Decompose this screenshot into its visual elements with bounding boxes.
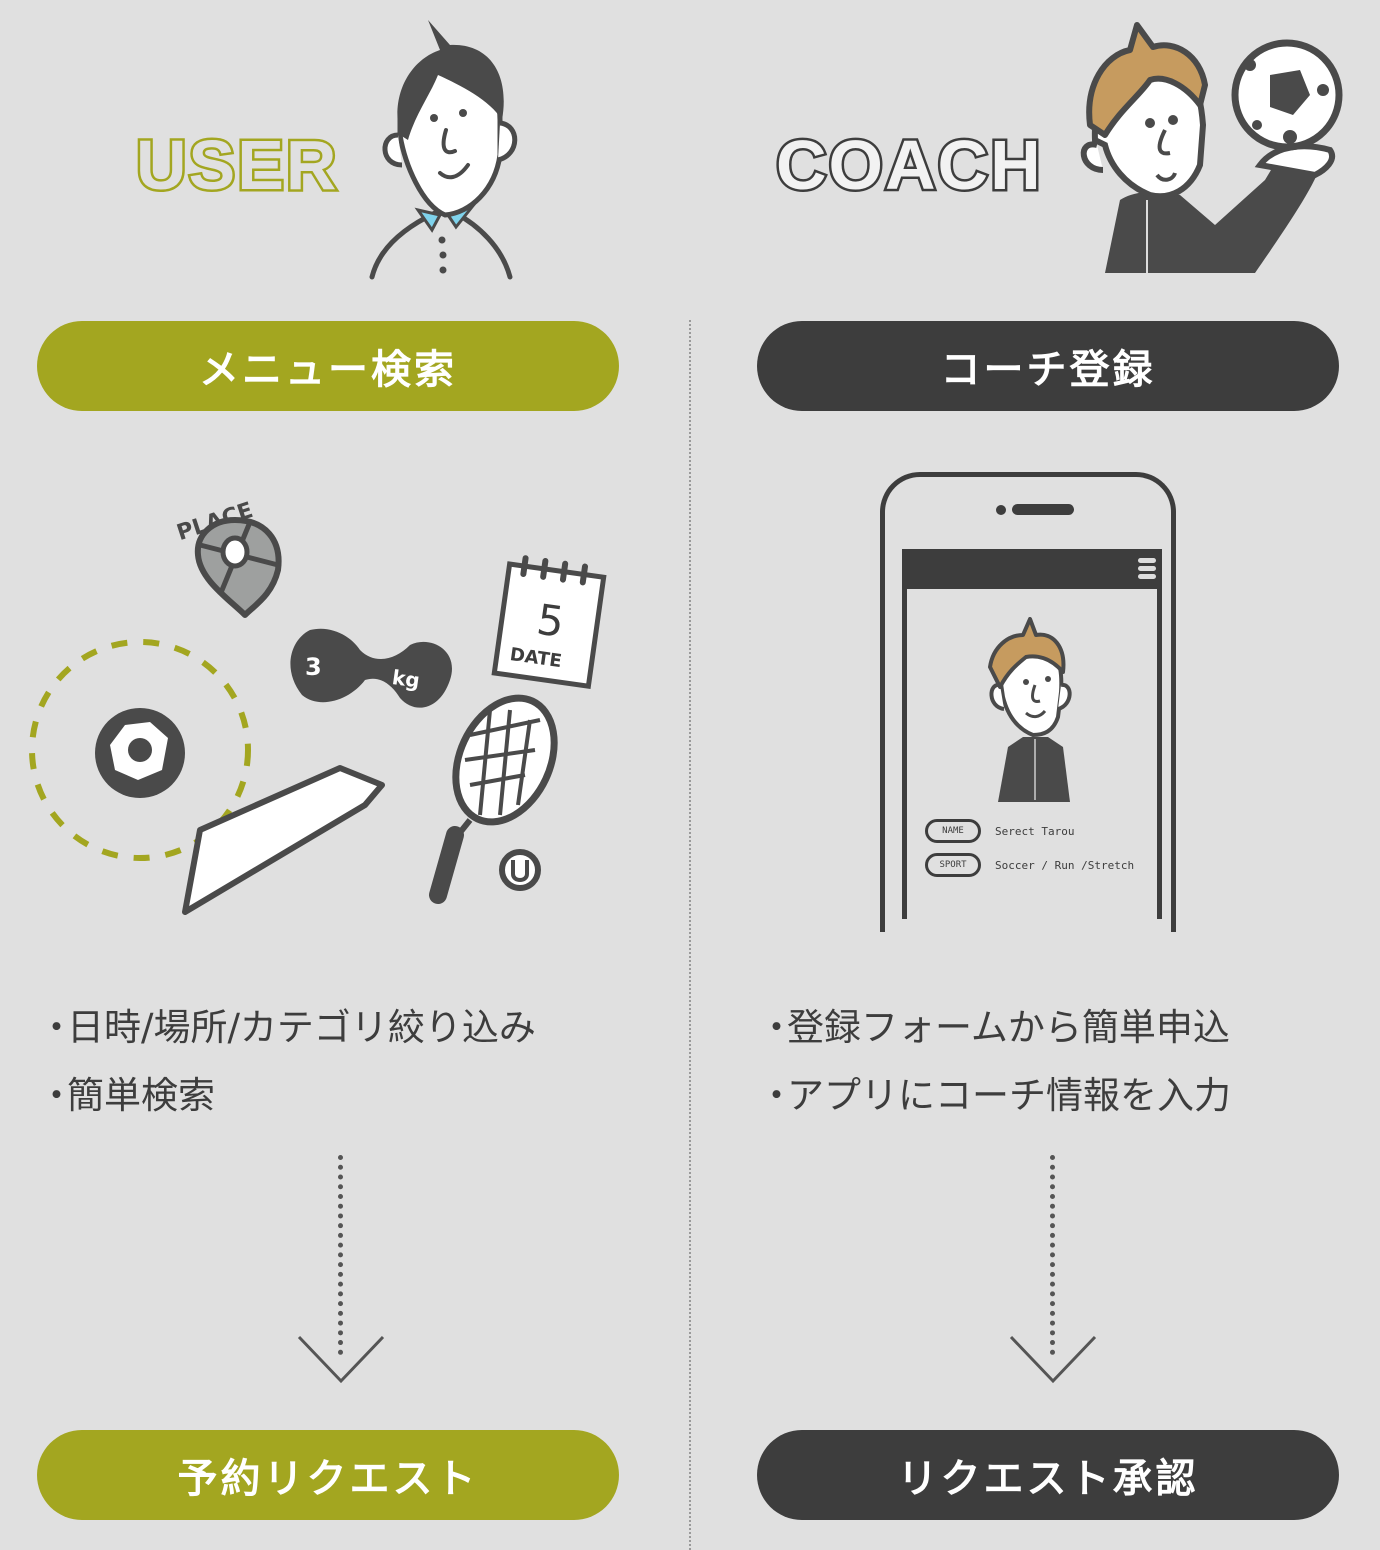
soccer-ball-icon (95, 708, 185, 798)
user-feature-item: 簡単検索 (38, 1062, 536, 1130)
phone-speaker-icon (1012, 504, 1074, 515)
user-chevron-down-icon (297, 1335, 385, 1384)
search-menu-step-button[interactable]: メニュー検索 (37, 321, 619, 411)
user-feature-list: 日時/場所/カテゴリ絞り込み 簡単検索 (38, 994, 536, 1130)
sports-search-illustration: PLACE 3 kg 5 DATE (29, 498, 607, 915)
sport-tag: SPORT (925, 853, 981, 877)
target-dashed-circle (29, 639, 251, 861)
user-feature-item: 日時/場所/カテゴリ絞り込み (38, 994, 536, 1062)
svg-text:kg: kg (391, 665, 422, 693)
svg-text:3: 3 (305, 653, 322, 681)
place-pin-icon: PLACE (174, 498, 282, 618)
phone-screen (902, 549, 1162, 919)
phone-app-header (902, 549, 1162, 589)
coach-register-step-button[interactable]: コーチ登録 (757, 321, 1339, 411)
coach-feature-item: アプリにコーチ情報を入力 (758, 1062, 1231, 1130)
booking-request-step-button[interactable]: 予約リクエスト (37, 1430, 619, 1520)
coach-flow-dotted-line (1050, 1155, 1055, 1355)
calendar-icon: 5 DATE (491, 555, 607, 690)
coach-title: COACH (774, 124, 1044, 207)
phone-field-row: NAME Serect Tarou (925, 819, 1074, 843)
center-divider (689, 320, 691, 1550)
user-title: USER (133, 124, 339, 207)
coach-chevron-down-icon (1009, 1335, 1097, 1384)
user-avatar-icon (369, 20, 518, 280)
phone-field-row: SPORT Soccer / Run /Stretch (925, 853, 1134, 877)
phone-mockup: NAME Serect Tarou SPORT Soccer / Run /St… (880, 472, 1182, 932)
coach-feature-item: 登録フォームから簡単申込 (758, 994, 1231, 1062)
phone-camera-icon (996, 505, 1006, 515)
dumbbell-icon: 3 kg (290, 628, 452, 708)
coach-profile-avatar-icon (988, 617, 1072, 802)
yoga-mat-icon (182, 765, 385, 915)
user-flow-dotted-line (338, 1155, 343, 1355)
name-tag: NAME (925, 819, 981, 843)
coach-avatar-icon (1080, 22, 1343, 273)
phone-frame (880, 472, 1176, 932)
hamburger-menu-icon[interactable] (1138, 558, 1156, 580)
sport-value: Soccer / Run /Stretch (995, 858, 1135, 872)
approve-request-step-button[interactable]: リクエスト承認 (757, 1430, 1339, 1520)
tennis-racket-icon (429, 694, 558, 904)
coach-feature-list: 登録フォームから簡単申込 アプリにコーチ情報を入力 (758, 994, 1231, 1130)
name-value: Serect Tarou (995, 824, 1075, 838)
